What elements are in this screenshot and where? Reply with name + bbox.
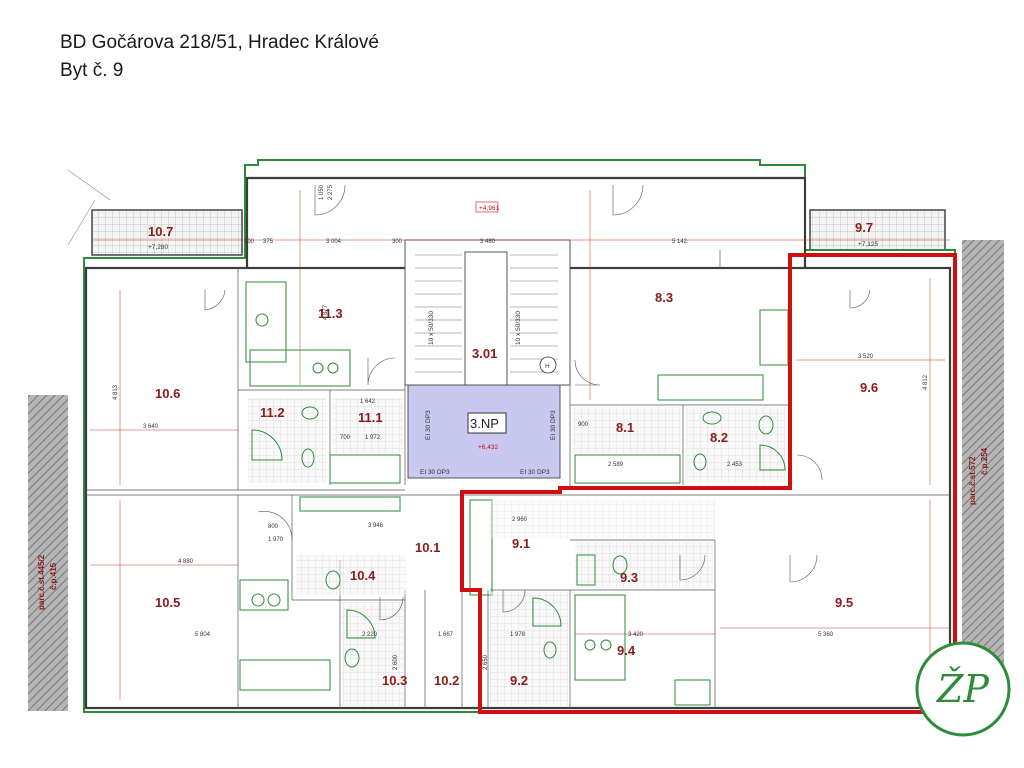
room-label-10-7: 10.7: [148, 224, 173, 239]
room-label-8-2: 8.2: [710, 430, 728, 445]
room-label-10-5: 10.5: [155, 595, 180, 610]
room-label-10-1: 10.1: [415, 540, 440, 555]
logo-text: ŽP: [936, 667, 990, 711]
dim-1970: 1 970: [268, 537, 284, 543]
room-label-10-2: 10.2: [434, 673, 459, 688]
dim-2650: 2 650: [483, 654, 489, 670]
room-label-11-1: 11.1: [358, 410, 383, 425]
room-label-9-4: 9.4: [617, 643, 636, 658]
stair-steps: [415, 254, 558, 373]
sanitary-fixtures: [251, 406, 786, 668]
dimension-lines: [90, 190, 950, 700]
room-label-11-3: 11.3: [318, 306, 343, 321]
dim-2275: 2 275: [328, 184, 334, 200]
door-swings: [204, 184, 871, 621]
balcony-10-7: [91, 209, 243, 256]
room-label-9-6: 9.6: [860, 380, 878, 395]
parcel-left-b: č.p.415: [49, 562, 58, 590]
room-label-11-2: 11.2: [260, 405, 285, 420]
dim-2220: 2 220: [362, 632, 378, 638]
room-label-10-4: 10.4: [350, 568, 376, 583]
dim-5360: 5 360: [818, 632, 834, 638]
room-label-9-1: 9.1: [512, 536, 530, 551]
dim-3640: 3 640: [143, 424, 159, 430]
dim-1978: 1 978: [510, 632, 526, 638]
parcel-right-a: parc.č.st.572: [968, 456, 977, 505]
flat-number: Byt č. 9: [60, 60, 124, 81]
dim-1642: 1 642: [360, 399, 376, 405]
interior-walls: [86, 240, 950, 708]
dim-3946: 3 946: [368, 523, 384, 529]
dim-5804: 5 804: [195, 632, 211, 638]
dim-5142: 5 142: [672, 239, 688, 245]
dim-2960: 2 960: [512, 517, 528, 523]
fire-rating-c: EI 30 DP3: [420, 469, 450, 476]
flat-9-outline: [460, 253, 957, 714]
stair-note-right: 10 x 50/330: [515, 311, 522, 345]
dim-4812: 4 812: [923, 374, 929, 390]
room-label-10-3: 10.3: [382, 673, 407, 688]
dim-800: 800: [268, 524, 279, 530]
dim-3004: 3 004: [326, 239, 342, 245]
room-label-10-6: 10.6: [155, 386, 180, 401]
neighbour-building-left: [28, 395, 68, 711]
dim-300: 300: [392, 239, 403, 245]
fire-rating-a: EI 30 DP3: [425, 410, 432, 440]
level-balcony-9-7: +7,125: [858, 241, 878, 248]
parcel-right-b: č.p.254: [980, 447, 989, 475]
room-label-8-3: 8.3: [655, 290, 673, 305]
dim-4813: 4 813: [113, 384, 119, 400]
dim-1972: 1 972: [365, 435, 381, 441]
level-np: +6,432: [478, 444, 498, 451]
room-label-3-01: 3.01: [472, 346, 497, 361]
dim-3480: 3 480: [480, 239, 496, 245]
dim-700: 700: [340, 435, 351, 441]
room-label-9-3: 9.3: [620, 570, 638, 585]
dim-1667: 1 667: [438, 632, 454, 638]
dim-4877: 4 877: [323, 304, 329, 320]
fire-rating-d: EI 30 DP3: [520, 469, 550, 476]
room-label-9-5: 9.5: [835, 595, 853, 610]
dim-2589: 2 589: [608, 462, 624, 468]
dim-100: 100: [244, 239, 255, 245]
hydrant-mark: H: [545, 363, 550, 370]
dim-2600: 2 600: [393, 654, 399, 670]
floor-label: 3.NP: [470, 416, 499, 431]
room-label-9-2: 9.2: [510, 673, 528, 688]
dim-4880: 4 880: [178, 559, 194, 565]
fire-rating-b: EI 30 DP3: [550, 410, 557, 440]
level-balcony-10-7: +7,280: [148, 244, 168, 251]
dim-375: 375: [263, 239, 274, 245]
neighbour-building-right: [962, 240, 1004, 710]
address-title: BD Gočárova 218/51, Hradec Králové: [60, 32, 379, 53]
logo-zp: ŽP: [915, 641, 1011, 737]
room-label-8-1: 8.1: [616, 420, 634, 435]
dim-2453: 2 453: [727, 462, 743, 468]
room-label-9-7: 9.7: [855, 220, 873, 235]
dim-3520: 3 520: [858, 354, 874, 360]
stair-note-left: 10 x 50/330: [428, 311, 435, 345]
level-top: +4,961: [479, 205, 499, 212]
balcony-9-7: [809, 209, 946, 251]
dim-1050: 1 050: [319, 184, 325, 200]
dim-900: 900: [578, 422, 589, 428]
parcel-left-a: parc.č.st.445/2: [37, 554, 46, 610]
dim-3420: 3 420: [628, 632, 644, 638]
